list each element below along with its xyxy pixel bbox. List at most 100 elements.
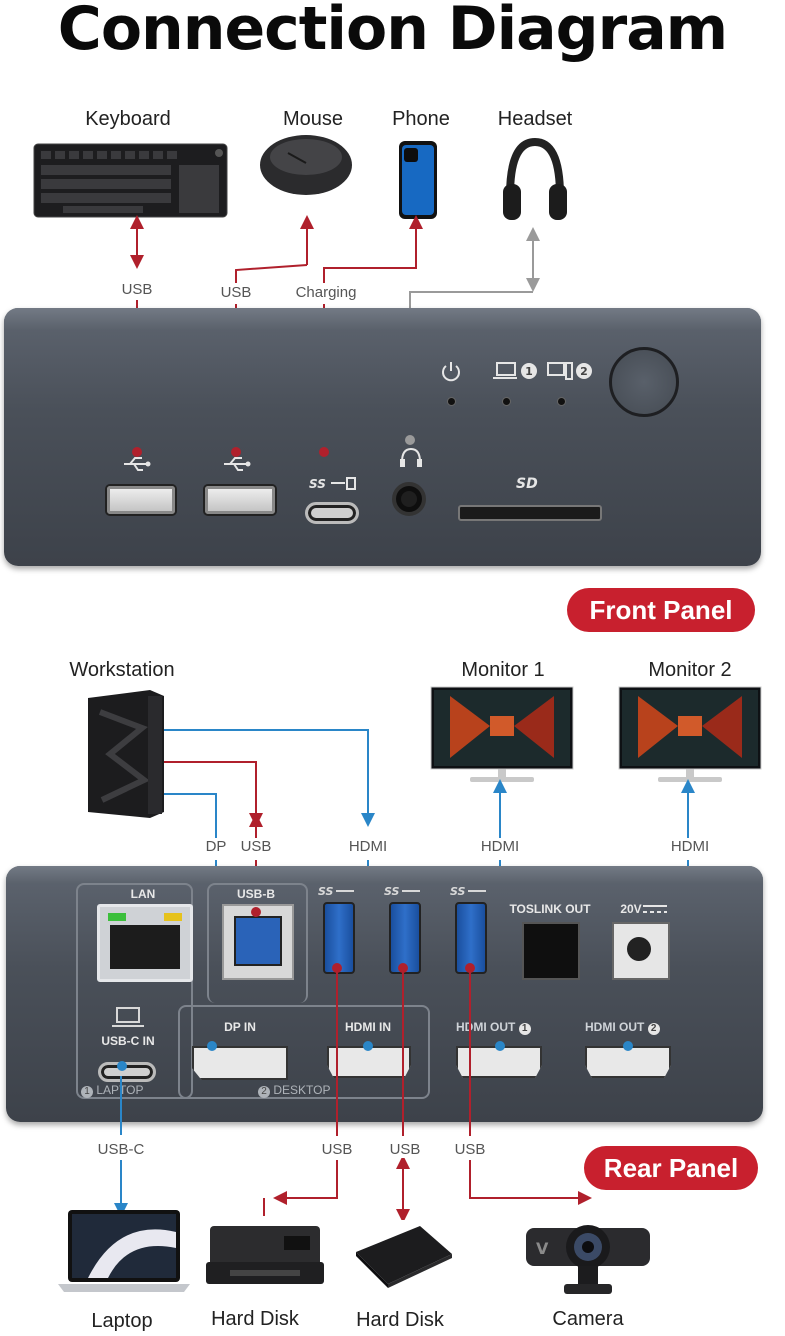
svg-text:SS: SS <box>384 885 400 898</box>
usb-b-group <box>207 883 308 1003</box>
lan-activity-led <box>164 913 182 921</box>
diagram-title: Connection Diagram <box>57 0 728 64</box>
laptop-group-text: LAPTOP <box>96 1083 144 1097</box>
monitor2-connection-label: HDMI <box>667 838 713 855</box>
keyboard-label: Keyboard <box>85 108 171 130</box>
dc-power-jack[interactable] <box>612 922 670 980</box>
camera-label: Camera <box>552 1308 624 1330</box>
toslink-port-label: TOSLINK OUT <box>509 902 591 916</box>
front-panel-badge: Front Panel <box>567 588 755 632</box>
dp-connection-label: DP <box>202 838 230 855</box>
laptop-group-label: 1 LAPTOP <box>81 1083 143 1098</box>
superspeed-icon: SS <box>450 885 486 898</box>
svg-text:1: 1 <box>525 365 533 378</box>
usb-c-in-port[interactable] <box>98 1062 156 1082</box>
toslink-port[interactable] <box>522 922 580 980</box>
monitor1-label: Monitor 1 <box>461 659 545 681</box>
lan-port[interactable] <box>97 904 193 982</box>
rear-panel-top <box>6 866 763 884</box>
phone-icon <box>399 141 437 219</box>
svg-text:SS: SS <box>309 477 326 491</box>
headset-icon <box>503 137 567 220</box>
monitor1-icon <box>430 686 574 782</box>
hard-disk-label: Hard Disk <box>356 1309 444 1331</box>
hdmi-out2-label: HDMI OUT 2 <box>585 1020 660 1035</box>
usb-connection-label-2: USB <box>386 1141 424 1158</box>
power-button[interactable] <box>609 347 679 417</box>
front-usb-a-port-2[interactable] <box>203 484 277 516</box>
desktop-host-2-icon: 2 <box>547 362 592 380</box>
superspeed-charging-icon: SS <box>309 477 356 491</box>
desktop-host-group <box>178 1005 430 1099</box>
usb-b-connection-label: USB <box>237 838 275 855</box>
lan-port-label: LAN <box>130 887 156 901</box>
lan-link-led <box>108 913 126 921</box>
laptop-symbol-icon <box>112 1007 144 1027</box>
usb-b-socket <box>234 916 282 966</box>
monitor2-label: Monitor 2 <box>648 659 732 681</box>
monitor2-icon <box>618 686 762 782</box>
usb-b-port[interactable] <box>222 904 294 980</box>
rear-connection-lines-bottom <box>114 968 592 1220</box>
power-led <box>447 397 456 406</box>
mouse-connection-label: USB <box>217 284 255 301</box>
superspeed-icon: SS <box>384 885 420 898</box>
sd-card-slot[interactable] <box>458 505 602 521</box>
dc-input-label: 20V <box>620 902 642 916</box>
front-port-dots <box>132 435 415 457</box>
hdmi-in-port[interactable] <box>327 1046 411 1078</box>
usb-c-connection-label: USB-C <box>94 1141 148 1158</box>
usb-symbol-icon <box>124 457 151 471</box>
printer-icon <box>206 1226 324 1284</box>
power-indicator-icon <box>442 362 460 382</box>
mouse-icon <box>260 135 352 195</box>
dc-socket <box>627 937 651 961</box>
hdmi-in-label: HDMI IN <box>345 1020 391 1034</box>
workstation-label: Workstation <box>69 659 175 681</box>
dc-symbol-icon <box>643 905 667 913</box>
laptop-host-1-icon: 1 <box>493 362 537 379</box>
workstation-icon <box>88 690 164 818</box>
phone-label: Phone <box>392 108 450 130</box>
svg-text:2: 2 <box>580 365 588 378</box>
headset-port-icon <box>400 447 422 467</box>
front-usb-a-port-1[interactable] <box>105 484 177 516</box>
rear-usb-a-port-2[interactable] <box>389 902 421 974</box>
front-panel-top <box>4 308 761 330</box>
front-usb-c-charging-port[interactable] <box>305 502 359 524</box>
usb-b-port-label: USB-B <box>237 887 275 901</box>
rear-usb-a-port-1[interactable] <box>323 902 355 974</box>
hard-disk-icon <box>356 1226 452 1288</box>
desktop-group-number: 2 <box>258 1086 270 1098</box>
laptop-label: Laptop <box>91 1310 153 1332</box>
host1-led <box>502 397 511 406</box>
laptop-group-number: 1 <box>81 1086 93 1098</box>
rear-panel-badge: Rear Panel <box>584 1146 758 1190</box>
desktop-group-text: DESKTOP <box>273 1083 331 1097</box>
hdmi-out1-number: 1 <box>518 1023 531 1035</box>
laptop-icon <box>58 1210 190 1292</box>
superspeed-icon: SS <box>318 885 354 898</box>
camera-icon: V <box>526 1225 650 1294</box>
svg-text:SD: SD <box>516 476 538 492</box>
phone-connection-label: Charging <box>292 284 360 301</box>
hdmi-in-connection-label: HDMI <box>345 838 391 855</box>
dp-in-port[interactable] <box>192 1046 288 1080</box>
svg-text:SS: SS <box>318 885 334 898</box>
printer-label: Hard Disk <box>211 1308 299 1330</box>
lan-socket <box>110 925 180 969</box>
desktop-group-label: 2 DESKTOP <box>258 1083 330 1098</box>
headset-label: Headset <box>497 108 573 130</box>
usb-symbol-icon <box>224 457 251 471</box>
monitor1-connection-label: HDMI <box>477 838 523 855</box>
headset-audio-jack[interactable] <box>392 482 426 516</box>
sd-logo-icon: SD <box>516 476 538 492</box>
usb-c-in-dot <box>117 1061 127 1071</box>
dp-in-label: DP IN <box>224 1020 256 1034</box>
keyboard-connection-label: USB <box>118 281 156 298</box>
usb-connection-label-1: USB <box>318 1141 356 1158</box>
svg-text:V: V <box>536 1239 549 1258</box>
hdmi-out2-port[interactable] <box>585 1046 671 1078</box>
hdmi-out2-number: 2 <box>647 1023 660 1035</box>
hdmi-out2-text: HDMI OUT <box>585 1020 645 1034</box>
